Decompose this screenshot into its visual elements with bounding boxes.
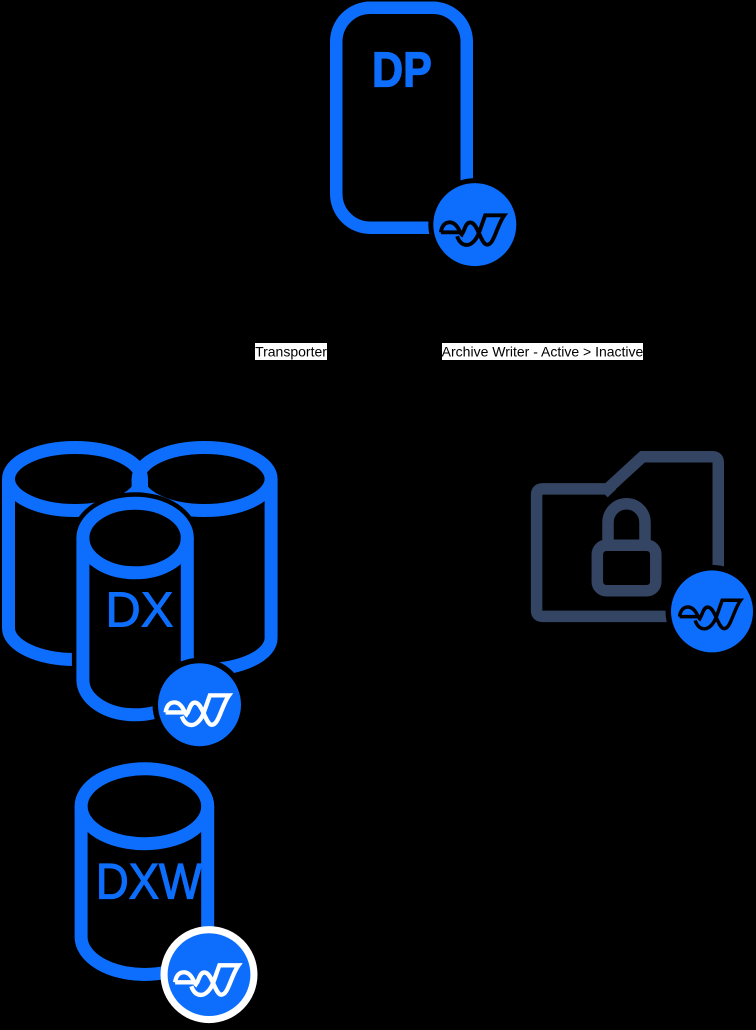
- svg-text:DP: DP: [372, 42, 432, 97]
- svg-text:DXW: DXW: [96, 855, 203, 911]
- svg-text:DX: DX: [105, 583, 173, 637]
- svg-text:Archive Writer - Active > Inac: Archive Writer - Active > Inactive: [442, 344, 644, 360]
- svg-text:Transporter: Transporter: [255, 344, 327, 360]
